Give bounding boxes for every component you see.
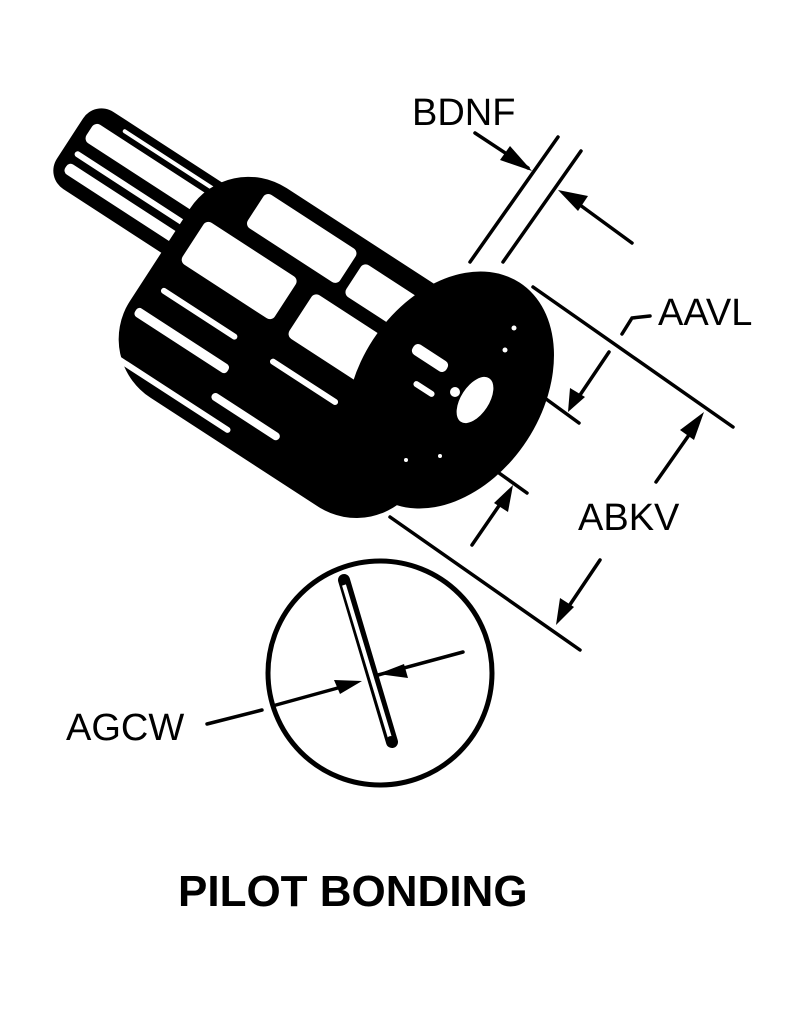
dimension-agcw: AGCW: [66, 650, 465, 749]
dimension-bdnf: BDNF: [412, 92, 634, 264]
label-agcw: AGCW: [66, 707, 184, 749]
end-flange: [346, 271, 554, 509]
pilot-hole: [456, 376, 494, 424]
diagram-title: PILOT BONDING: [178, 867, 528, 916]
label-aavl: AAVL: [658, 292, 752, 334]
detail-end-view: [265, 558, 495, 788]
label-abkv: ABKV: [578, 497, 680, 539]
dimension-aavl: AAVL: [529, 285, 752, 429]
pilot-tool-illustration: [53, 108, 554, 519]
label-bdnf: BDNF: [412, 92, 515, 134]
dimension-abkv: ABKV: [388, 412, 704, 652]
